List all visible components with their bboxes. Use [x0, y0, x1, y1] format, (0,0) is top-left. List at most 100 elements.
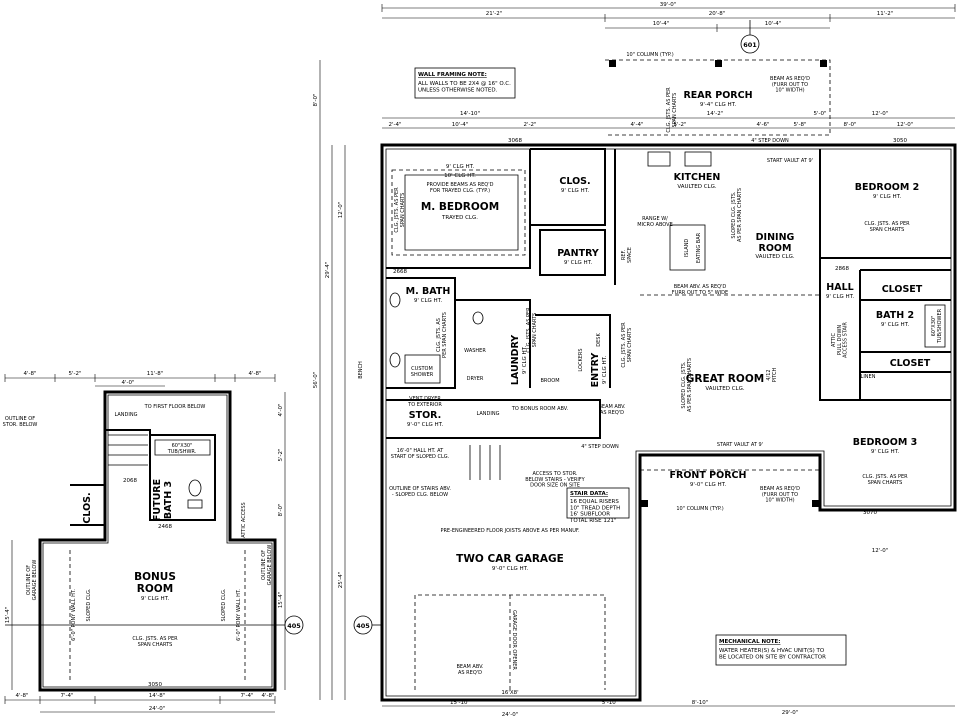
- to-bonus: TO BONUS ROOM ABV.: [511, 406, 569, 412]
- start-vault-top: START VAULT AT 9': [767, 158, 813, 164]
- stor-name: STOR.: [409, 410, 442, 421]
- step-down-bottom: 4" STEP DOWN: [581, 444, 619, 450]
- main-dim-row3-1: 2'-4": [388, 122, 401, 128]
- dining-sub: VAULTED CLG.: [755, 254, 794, 260]
- hall-name: HALL: [826, 282, 853, 293]
- main-dim-top-2: 20'-8": [709, 11, 726, 17]
- door-3068-mbed: 3068: [508, 138, 522, 144]
- door-3070-bed3: 3070: [863, 510, 877, 516]
- rear-porch-joists: CLG. JSTS. AS PERSPAN CHARTS: [666, 87, 678, 133]
- bonus-dim-bottom-1: 4'-8": [15, 693, 28, 699]
- bonus-attic-access: ATTIC ACCESS: [241, 502, 247, 537]
- kitchen-range: RANGE W/MICRO ABOVE: [637, 216, 672, 228]
- column-typ-bottom: 10" COLUMN (TYP.): [676, 506, 723, 512]
- bottom-dim-3: 8'-10": [692, 700, 709, 706]
- rear-porch-name: REAR PORCH: [683, 90, 752, 101]
- bottom-dim-4: 29'-0": [782, 710, 799, 716]
- start-vault-bottom: START VAULT AT 9': [717, 442, 763, 448]
- laundry-joists: CLG. JSTS. AS PERSPAN CHARTS: [526, 307, 538, 353]
- bonus-dim-top-5: 4'-8": [248, 371, 261, 377]
- mbed-tray: 10' CLG HT.: [444, 173, 476, 179]
- rear-porch-sub: 9'-4" CLG HT.: [700, 102, 737, 108]
- bonus-level-plan: 4'-8" 5'-2" 11'-8" 4'-0" 4'-8" TO FIRST …: [3, 371, 304, 713]
- master-bedroom-name: M. BEDROOM: [421, 201, 499, 213]
- bonus-pony-wall-left: 6'-0" PONY WALL HT.: [71, 589, 77, 641]
- left-dim-1: 8'-0": [313, 93, 319, 106]
- bonus-dim-right-1: 4'-0": [278, 403, 284, 416]
- bonus-dim-bottom-4: 7'-4": [240, 693, 253, 699]
- bath2-sub: 9' CLG HT.: [881, 322, 910, 328]
- kitchen-island: ISLAND: [684, 239, 690, 258]
- stor-sub: 9'-0" CLG HT.: [407, 422, 444, 428]
- entry-name: ENTRY: [590, 353, 601, 388]
- master-bath-sub: 9' CLG HT.: [414, 298, 443, 304]
- laundry-sub: 9' CLG HT.: [522, 346, 528, 375]
- main-column-typ-top: 10" COLUMN (TYP.): [626, 52, 673, 58]
- bonus-dim-bottom-3: 14'-8": [149, 693, 166, 699]
- beam-abv-stor: BEAM ABV.AS REQ'D: [599, 404, 626, 416]
- mbath-joists: CLG. JSTS. ASPER SPAN CHARTS: [436, 312, 448, 358]
- bonus-dim-right-2: 5'-2": [278, 448, 284, 461]
- pantry-name: PANTRY: [557, 248, 599, 259]
- kitchen-sloped: SLOPED CLG. JSTS.AS PER SPAN CHARTS: [731, 188, 743, 242]
- bonus-dim-top-1: 4'-8": [23, 371, 36, 377]
- bedroom2-sub: 9' CLG HT.: [873, 194, 902, 200]
- main-dim-row3-2: 10'-4": [452, 122, 469, 128]
- bonus-dim-bottom-5: 4'-8": [261, 693, 274, 699]
- kitchen-eating-bar: EATING BAR: [696, 232, 702, 263]
- linen-label: LINEN: [861, 374, 876, 380]
- bonus-dim-bottom-2: 7'-4": [60, 693, 73, 699]
- entry-sub: 9' CLG HT.: [602, 356, 608, 385]
- pantry-sub: 9' CLG HT.: [564, 260, 593, 266]
- main-level-plan: 39'-0" 21'-2" 20'-8" 11'-2" 10'-4" 10'-4…: [313, 2, 957, 718]
- bonus-outline-garage-right: OUTLINE OFGARAGE BELOW: [261, 545, 273, 586]
- main-dim-porch-1: 10'-4": [653, 21, 670, 27]
- bonus-pony-wall-right: 6'-0" PONY WALL HT.: [236, 589, 242, 641]
- main-dim-row2-4: 12'-0": [872, 111, 889, 117]
- pitch-label: 4/12PITCH: [766, 368, 778, 383]
- mbed-tray-small: 9' CLG HT.: [446, 164, 475, 170]
- main-dim-row3-9: 12'-0": [897, 122, 914, 128]
- kitchen-ref-space: REF.SPACE: [621, 247, 633, 263]
- main-dim-row3-6: 4'-6": [756, 122, 769, 128]
- desk-label: DESK: [596, 333, 602, 347]
- left-dim-4: 12'-0": [338, 202, 344, 219]
- main-dim-row2-3: 5'-0": [813, 111, 826, 117]
- bonus-door-3050: 3050: [148, 682, 162, 688]
- bottom-dim-6: 24'-0": [502, 712, 519, 718]
- bonus-section-tag: 405: [287, 622, 301, 630]
- master-bedroom-sub: TRAYED CLG.: [441, 215, 478, 221]
- main-section-tag-601: 601: [743, 41, 757, 49]
- main-dim-row2-2: 14'-2": [707, 111, 724, 117]
- main-dim-row3-5: 5'-2": [673, 122, 686, 128]
- bedroom3-name: BEDROOM 3: [853, 437, 917, 448]
- bonus-future-bath: FUTUREBATH 3: [152, 479, 174, 521]
- mbed-joists: CLG. JSTS. AS PERSPAN CHARTS: [394, 187, 406, 233]
- master-bath-name: M. BATH: [406, 286, 451, 297]
- attic-access-main: ATTICPULL DOWNACCESS STAIR: [831, 322, 849, 358]
- bonus-tub-shwr: 60"X30"TUB/SHWR.: [167, 443, 197, 455]
- bedroom2-name: BEDROOM 2: [855, 182, 919, 193]
- hall-sub: 9' CLG HT.: [826, 294, 855, 300]
- great-room-sub: VAULTED CLG.: [705, 386, 744, 392]
- closet-b-name: CLOSET: [890, 358, 931, 369]
- lockers-label: LOCKERS: [578, 348, 584, 371]
- main-dim-row2-1: 14'-10": [460, 111, 480, 117]
- entry-joists: CLG. JSTS. AS PERSPAN CHARTS: [621, 322, 633, 368]
- main-dim-porch-2: 10'-4": [765, 21, 782, 27]
- step-down-top: 4" STEP DOWN: [751, 138, 789, 144]
- stair-data-title: STAIR DATA:: [570, 491, 608, 497]
- door-2868-hall: 2868: [835, 266, 849, 272]
- bonus-dim-left-1: 15'-4": [5, 607, 11, 624]
